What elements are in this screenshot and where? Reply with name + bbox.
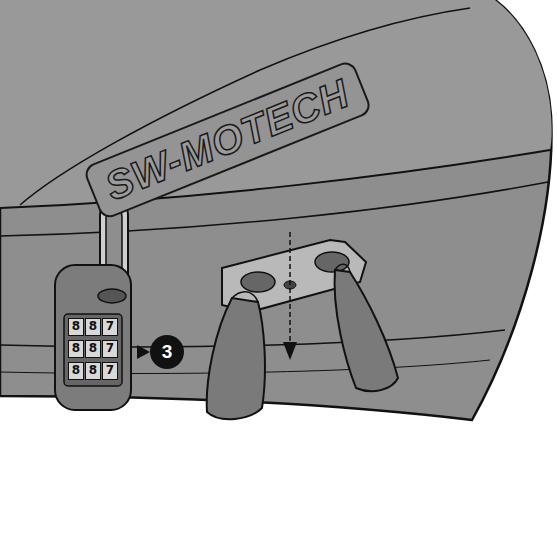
callout-circle: 3	[150, 335, 184, 369]
dial-digit: 8	[85, 340, 101, 358]
dial-digit: 8	[68, 362, 84, 380]
dial-digit: 7	[102, 362, 118, 380]
dial-digit: 7	[102, 318, 118, 336]
dial-digit: 8	[85, 318, 101, 336]
dial-digit: 8	[68, 318, 84, 336]
callout-number: 3	[162, 341, 173, 363]
dial-digit: 7	[102, 340, 118, 358]
dial-digit: 8	[68, 340, 84, 358]
dial-digit: 8	[85, 362, 101, 380]
